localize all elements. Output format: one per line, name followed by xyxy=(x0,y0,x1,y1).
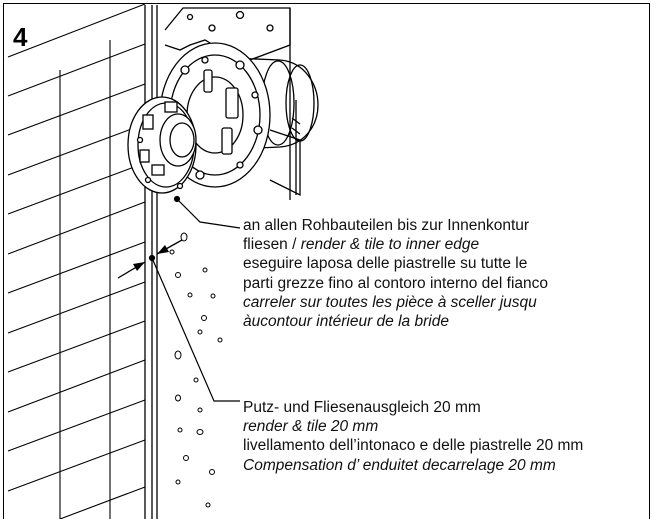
leader-lines xyxy=(148,195,241,402)
front-ring xyxy=(127,96,197,194)
tile-pattern xyxy=(7,3,146,519)
callout1-line1: an allen Rohbauteilen bis zur Innenkontu… xyxy=(243,217,530,234)
callout1-line5: carreler sur toutes les pièce à sceller … xyxy=(243,293,537,311)
callout1-line2-prefix: fliesen / xyxy=(243,236,301,254)
callout1-line4: parti grezze fino al contoro interno del… xyxy=(243,274,549,292)
arrowheads xyxy=(133,245,169,271)
callout2-line1: Putz- und Fliesenausgleich 20 mm xyxy=(243,399,481,416)
callout-render-tile: Putz- und Fliesenausgleich 20 mm render … xyxy=(243,398,583,475)
callout1-line2-italic: render & tile to inner edge xyxy=(300,236,480,254)
callout-inner-edge: an allen Rohbauteilen bis zur Innenkontu… xyxy=(243,216,548,331)
callout1-line3: eseguire laposa delle piastrelle su tutt… xyxy=(243,255,528,273)
callout2-line2: render & tile 20 mm xyxy=(243,418,379,436)
callout2-line3: livellamento dell’intonaco e delle piast… xyxy=(243,437,584,455)
callout2-line4: Compensation d’ enduitet decarrelage 20 … xyxy=(243,456,556,474)
callout1-line6: àucontour intérieur de la bride xyxy=(243,313,449,331)
diagram-frame xyxy=(3,3,650,519)
step-number: 4 xyxy=(13,22,28,52)
render-speckles xyxy=(169,232,223,508)
wall-edge-lines xyxy=(144,5,158,519)
callout1-line2: fliesen / render & tile to inner edge xyxy=(243,235,548,254)
